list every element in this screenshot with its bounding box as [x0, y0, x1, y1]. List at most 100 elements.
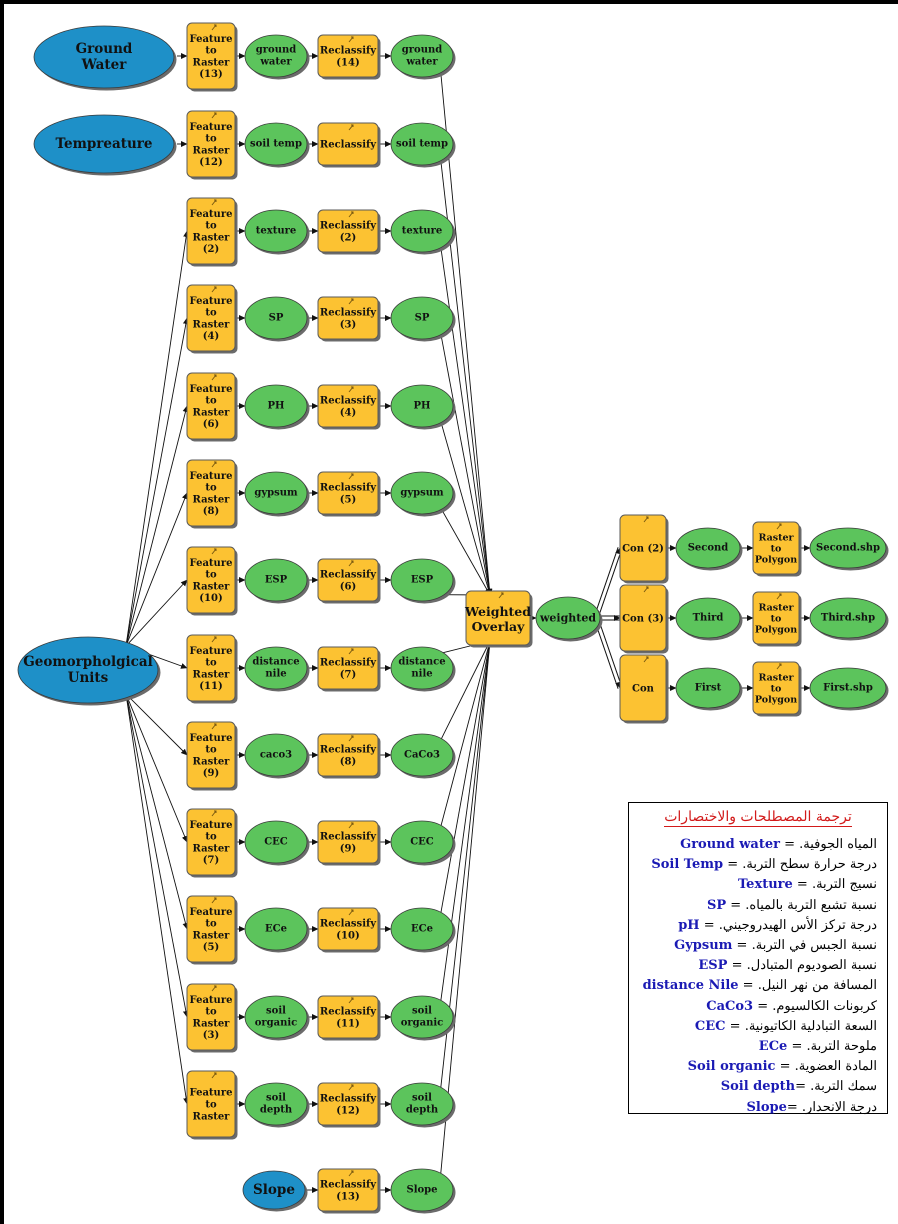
hammer-icon — [348, 560, 354, 567]
legend-term: SP — [706, 897, 727, 913]
process-box — [186, 634, 236, 702]
raster-8[interactable]: caco3 — [244, 733, 310, 779]
node-label-line: Geomorpholgical — [23, 654, 153, 670]
data-ellipse — [242, 1170, 306, 1210]
reclass-output-13[interactable]: Slope — [390, 1168, 456, 1214]
reclass-output-1[interactable]: soil temp — [390, 122, 456, 168]
data-ellipse — [809, 597, 887, 639]
raster-4[interactable]: PH — [244, 384, 310, 430]
legend-translation: نسبة الصوديوم المتبادل. — [746, 958, 877, 974]
process-box — [186, 983, 236, 1051]
data-ellipse — [390, 296, 454, 340]
hammer-icon — [643, 656, 649, 663]
con-tool-1[interactable]: Con (3) — [619, 584, 669, 654]
reclass-output-10[interactable]: ECe — [390, 907, 456, 953]
reclassify-0[interactable]: Reclassify(14) — [317, 34, 381, 80]
raster-1[interactable]: soil temp — [244, 122, 310, 168]
legend-term: pH — [678, 917, 700, 933]
reclassify-9[interactable]: Reclassify(9) — [317, 820, 381, 866]
node-label-line: Reclassify — [320, 1180, 377, 1191]
process-box — [317, 1168, 379, 1212]
reclassify-4[interactable]: Reclassify(4) — [317, 384, 381, 430]
con-output-0[interactable]: Second — [675, 527, 743, 571]
reclass-output-8[interactable]: CaCo3 — [390, 733, 456, 779]
reclassify-6[interactable]: Reclassify(6) — [317, 558, 381, 604]
process-box — [317, 558, 379, 602]
reclassify-13[interactable]: Reclassify(13) — [317, 1168, 381, 1214]
polygon-output-2[interactable]: First.shp — [809, 667, 889, 711]
reclassify-7[interactable]: Reclassify(7) — [317, 646, 381, 692]
reclassify-11[interactable]: Reclassify(11) — [317, 995, 381, 1041]
reclassify-1[interactable]: Reclassify — [317, 122, 381, 168]
node-label-line: (10) — [199, 593, 222, 604]
input-temp[interactable]: Tempreature — [33, 114, 177, 176]
reclass-output-4[interactable]: PH — [390, 384, 456, 430]
node-label-line: ground — [402, 45, 442, 56]
node-label-line: Raster — [193, 1111, 231, 1122]
reclass-output-3[interactable]: SP — [390, 296, 456, 342]
con-tool-2[interactable]: Con — [619, 654, 669, 724]
raster-2[interactable]: texture — [244, 209, 310, 255]
process-box — [186, 546, 236, 614]
node-label-line: (3) — [203, 1030, 219, 1041]
reclass-output-9[interactable]: CEC — [390, 820, 456, 866]
input-slope[interactable]: Slope — [242, 1170, 308, 1212]
node-label-line: PH — [268, 401, 285, 412]
node-label-line: ECe — [411, 924, 433, 935]
node-label-line: Units — [68, 670, 109, 686]
raster-6[interactable]: ESP — [244, 558, 310, 604]
polygon-output-0[interactable]: Second.shp — [809, 527, 889, 571]
raster-9[interactable]: CEC — [244, 820, 310, 866]
reclassify-3[interactable]: Reclassify(3) — [317, 296, 381, 342]
raster-3[interactable]: SP — [244, 296, 310, 342]
con-output-2[interactable]: First — [675, 667, 743, 711]
data-ellipse — [675, 527, 741, 569]
con-output-1[interactable]: Third — [675, 597, 743, 641]
reclass-output-6[interactable]: ESP — [390, 558, 456, 604]
reclassify-5[interactable]: Reclassify(5) — [317, 471, 381, 517]
reclassify-8[interactable]: Reclassify(8) — [317, 733, 381, 779]
node-label-line: Slope — [253, 1182, 295, 1198]
raster-10[interactable]: ECe — [244, 907, 310, 953]
node-label-line: (6) — [340, 581, 356, 592]
raster-5[interactable]: gypsum — [244, 471, 310, 517]
polygon-output-1[interactable]: Third.shp — [809, 597, 889, 641]
reclassify-10[interactable]: Reclassify(10) — [317, 907, 381, 953]
legend-box: ترجمة المصطلحات والاختصارات المياه الجوف… — [628, 802, 888, 1115]
reclassify-2[interactable]: Reclassify(2) — [317, 209, 381, 255]
reclass-output-2[interactable]: texture — [390, 209, 456, 255]
con-tool-0[interactable]: Con (2) — [619, 514, 669, 584]
reclass-output-5[interactable]: gypsum — [390, 471, 456, 517]
legend-translation: درجة حرارة سطح التربة. — [742, 857, 877, 873]
weighted-raster[interactable]: weighted — [535, 596, 603, 642]
data-ellipse — [390, 820, 454, 864]
reclassify-12[interactable]: Reclassify(12) — [317, 1082, 381, 1128]
